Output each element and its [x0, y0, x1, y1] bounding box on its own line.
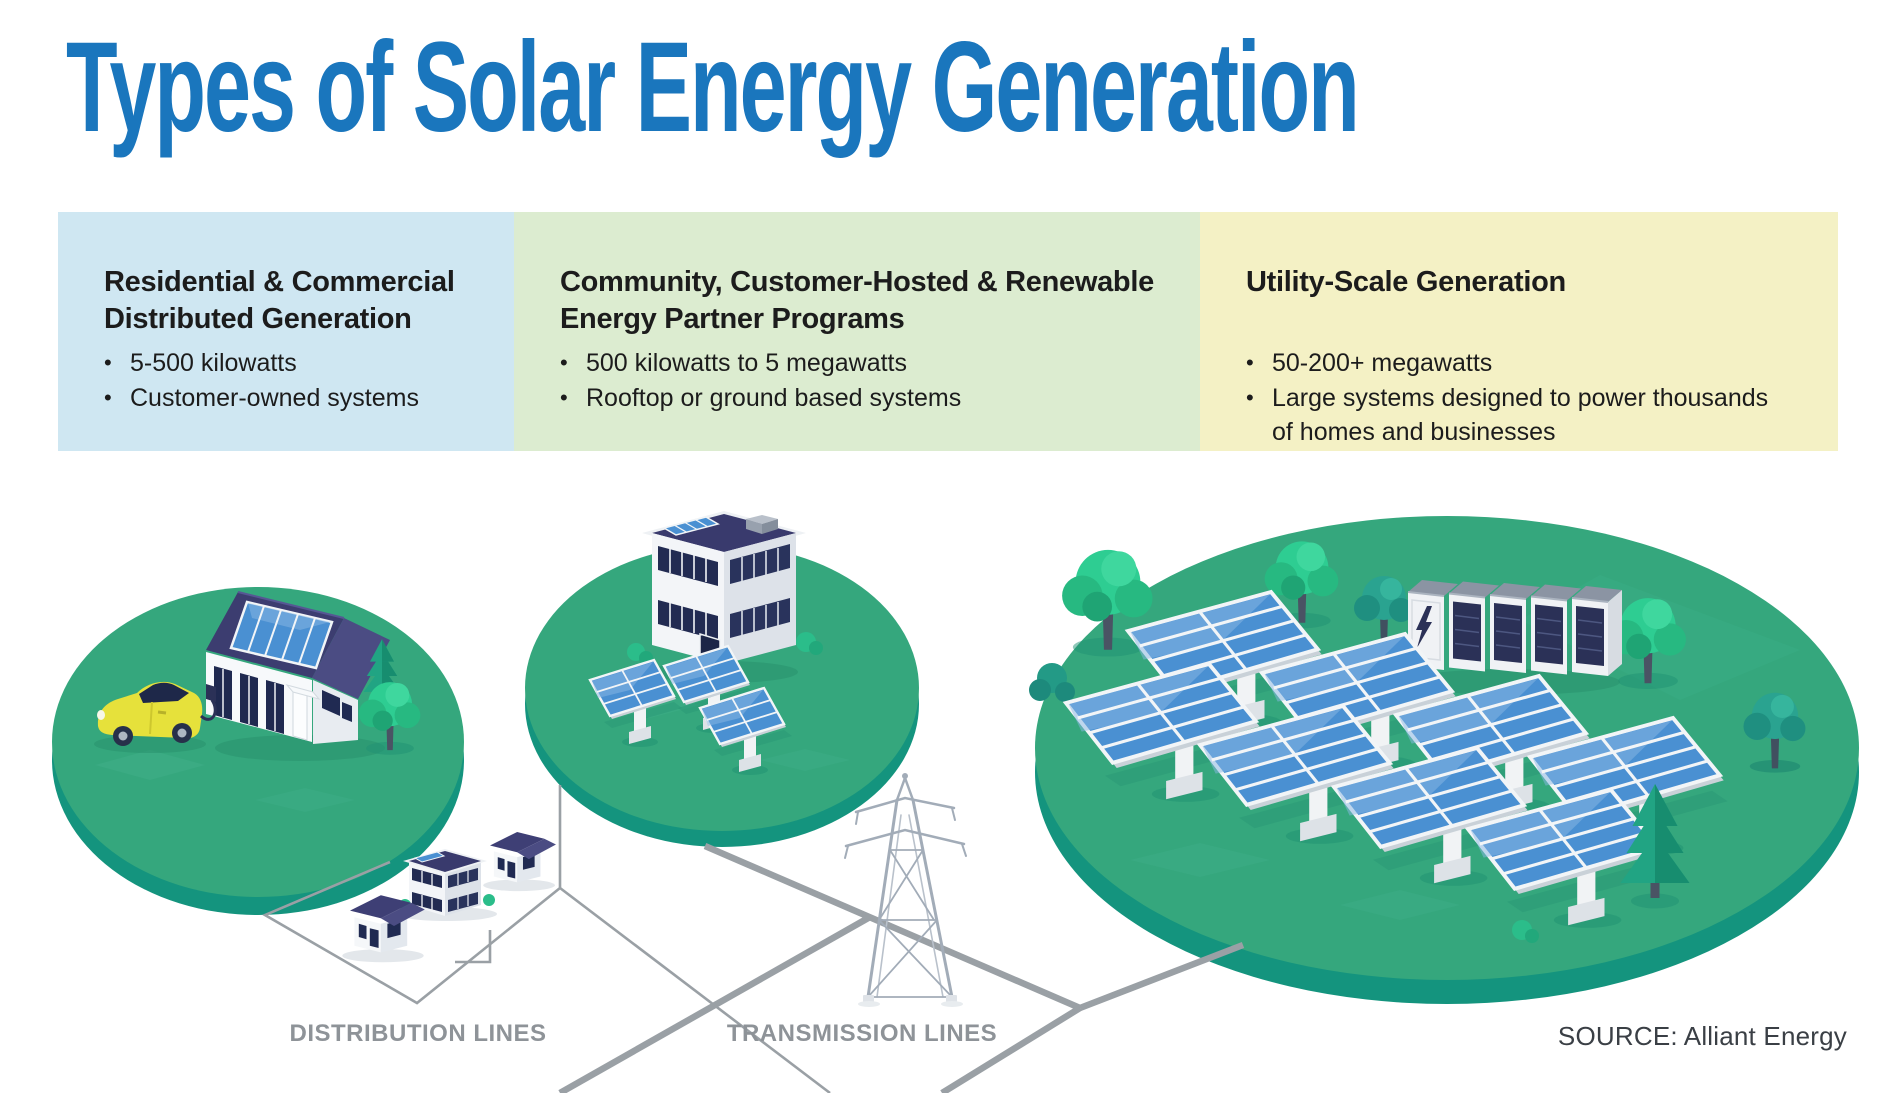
category-title: Community, Customer-Hosted & Renewable E…: [560, 266, 1154, 335]
house-icon: [483, 831, 556, 892]
category-bullets: • 500 kilowatts to 5 megawatts • Rooftop o…: [560, 346, 1156, 415]
transmission-lines-path: [558, 843, 1245, 1093]
office-building-icon: [642, 511, 806, 666]
page-title: Types of Solar Energy Generation: [66, 16, 1896, 159]
category-bullet: • 500 kilowatts to 5 megawatts: [560, 346, 1156, 381]
category-bullets: • 50-200+ megawatts • Large systems design…: [1246, 346, 1794, 450]
category-title: Residential & Commercial Distributed Gen…: [104, 266, 455, 335]
transmission-lines-label: TRANSMISSION LINES: [726, 1020, 998, 1047]
bush-icon: [1029, 663, 1075, 702]
bullet-text: 500 kilowatts to 5 megawatts: [586, 349, 907, 377]
transmission-tower-icon: [844, 773, 967, 1007]
bullet-glyph: •: [104, 350, 112, 375]
bullet-glyph: •: [104, 384, 112, 410]
category-card-utility: Utility-Scale Generation • 50-200+ megawa…: [1200, 212, 1838, 451]
distribution-neighborhood: [342, 831, 556, 963]
distribution-lines-path: [262, 785, 831, 1093]
residential-house-scene: [94, 591, 421, 761]
category-card-residential: Residential & Commercial Distributed Gen…: [58, 212, 514, 451]
category-card-community: Community, Customer-Hosted & Renewable E…: [514, 212, 1200, 451]
bush-icon: [627, 632, 823, 672]
bullet-text: Large systems designed to power thousand…: [1272, 383, 1769, 447]
source-attribution: SOURCE: Alliant Energy: [1557, 1021, 1847, 1051]
category-bullet: • 5-500 kilowatts: [104, 346, 470, 381]
utility-solar-farm-scene: [1029, 541, 1806, 943]
charging-cable-icon: [199, 699, 217, 721]
bullet-text: 5-500 kilowatts: [130, 349, 297, 377]
bullet-text: 50-200+ megawatts: [1272, 349, 1493, 377]
page-title-text: Types of Solar Energy Generation: [66, 16, 1360, 159]
ev-car-icon: [97, 681, 217, 746]
ev-charger-icon: [206, 684, 216, 702]
category-title: Utility-Scale Generation: [1246, 266, 1566, 298]
hvac-unit-icon: [746, 515, 778, 534]
category-bullets: • 5-500 kilowatts • Customer-owned systems: [104, 346, 470, 415]
bush-icon: [1512, 920, 1539, 943]
rooftop-solar-icon: [662, 516, 720, 536]
bullet-glyph: •: [560, 350, 568, 375]
bullet-text: Customer-owned systems: [130, 383, 419, 412]
category-bullet: • Customer-owned systems: [104, 381, 470, 416]
lightning-bolt-icon: [1416, 606, 1432, 648]
illustration-canvas: [52, 511, 1859, 1093]
distribution-lines-label: DISTRIBUTION LINES: [289, 1020, 547, 1047]
rooftop-solar-icon: [229, 600, 334, 670]
category-bullet: • Large systems designed to power thousan…: [1246, 381, 1794, 450]
bullet-text: Rooftop or ground based systems: [586, 383, 962, 412]
category-bullet: • 50-200+ megawatts: [1246, 346, 1794, 381]
bullet-glyph: •: [560, 384, 568, 410]
bullet-glyph: •: [1246, 350, 1254, 375]
house-icon: [206, 591, 390, 744]
house-icon: [342, 895, 425, 963]
category-cards: Residential & Commercial Distributed Gen…: [58, 212, 1838, 451]
community-building-scene: [588, 511, 823, 777]
bullet-glyph: •: [1246, 384, 1254, 410]
category-bullet: • Rooftop or ground based systems: [560, 381, 1156, 416]
